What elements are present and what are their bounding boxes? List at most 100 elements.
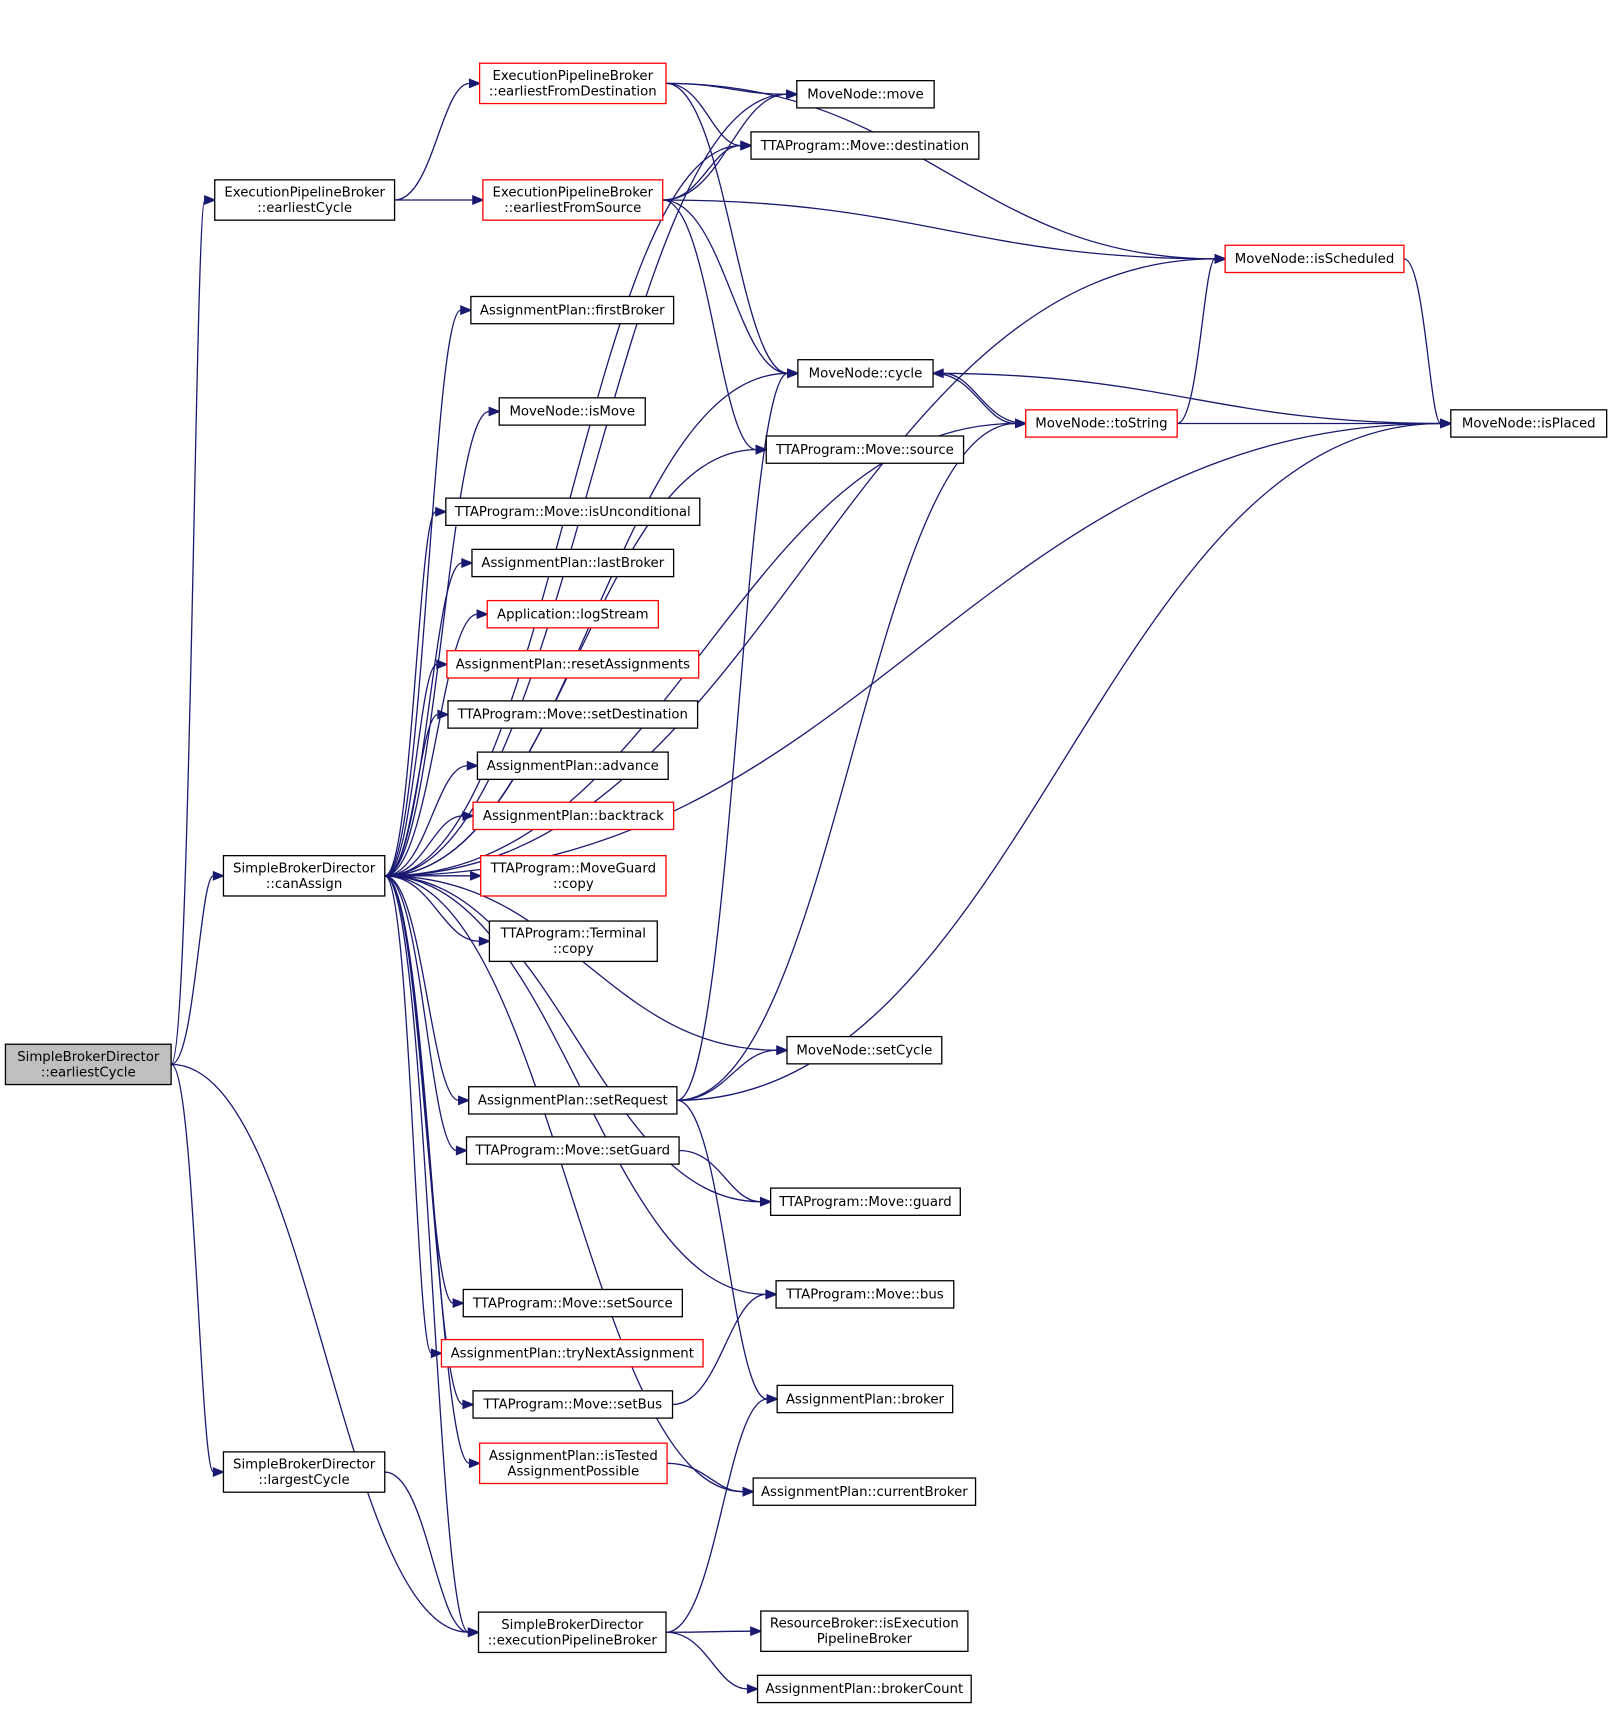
node-label: TTAProgram::MoveGuard [490, 861, 656, 876]
node-box [447, 700, 699, 729]
node-mv_setguard[interactable]: TTAProgram::Move::setGuard [465, 1136, 680, 1165]
node-box [214, 179, 396, 221]
node-mn_isplaced[interactable]: MoveNode::isPlaced [1450, 409, 1608, 438]
node-ap_adv[interactable]: AssignmentPlan::advance [476, 751, 669, 780]
node-sbd_ca[interactable]: SimpleBrokerDirector::canAssign [222, 855, 386, 897]
arrowhead-icon [458, 1095, 471, 1106]
node-mg_copy[interactable]: TTAProgram::MoveGuard::copy [480, 855, 667, 897]
node-mn_issched[interactable]: MoveNode::isScheduled [1224, 244, 1405, 274]
node-label: MoveNode::isScheduled [1235, 252, 1395, 267]
edge-line [662, 144, 742, 201]
node-root[interactable]: SimpleBrokerDirector::earliestCycle [4, 1043, 172, 1086]
node-ap_bc[interactable]: AssignmentPlan::brokerCount [756, 1674, 972, 1704]
node-label: SimpleBrokerDirector [17, 1050, 160, 1065]
node-mv_setdest[interactable]: TTAProgram::Move::setDestination [447, 700, 699, 729]
node-label: TTAProgram::Move::source [775, 443, 954, 458]
edge-mn_tostring-to-mn_isplaced [1177, 418, 1453, 429]
node-ap_broker[interactable]: AssignmentPlan::broker [776, 1384, 954, 1414]
node-box [462, 1288, 683, 1318]
node-box [760, 1610, 969, 1653]
edge-mn_cycle-to-mn_tostring [933, 372, 1028, 429]
node-label: ::copy [553, 877, 594, 892]
arrowhead-icon [1015, 418, 1028, 429]
node-mn_tostring[interactable]: MoveNode::toString [1025, 409, 1178, 438]
edge-line [384, 1471, 469, 1633]
node-label: AssignmentPlan::advance [487, 759, 659, 774]
node-ap_tna[interactable]: AssignmentPlan::tryNextAssignment [440, 1338, 704, 1368]
node-ap_fb[interactable]: AssignmentPlan::firstBroker [470, 295, 675, 325]
node-box [797, 359, 934, 388]
node-ap_itap[interactable]: AssignmentPlan::isTestedAssignmentPossib… [478, 1442, 668, 1485]
edge-line [665, 82, 788, 374]
node-term_copy[interactable]: TTAProgram::Terminal::copy [488, 920, 658, 963]
node-rb_isepb[interactable]: ResourceBroker::isExecutionPipelineBroke… [760, 1610, 969, 1653]
node-box [471, 548, 675, 578]
node-box [750, 131, 980, 160]
arrowhead-icon [204, 195, 217, 205]
node-ap_back[interactable]: AssignmentPlan::backtrack [472, 801, 675, 831]
edge-line [394, 82, 470, 201]
arrowhead-icon [742, 1486, 755, 1497]
node-box [796, 80, 935, 109]
edge-line [384, 511, 437, 877]
node-mv_isuncond[interactable]: TTAProgram::Move::isUnconditional [445, 497, 701, 527]
node-label: ::earliestCycle [257, 201, 352, 216]
node-label: ::copy [553, 942, 594, 957]
node-mn_setcycle[interactable]: MoveNode::setCycle [786, 1035, 943, 1065]
node-epb_efd[interactable]: ExecutionPipelineBroker::earliestFromDes… [478, 62, 667, 105]
edge-line [384, 613, 478, 877]
node-mn_move[interactable]: MoveNode::move [796, 80, 935, 109]
edge-sbd_ca-to-ap_tna [384, 875, 444, 1359]
node-ap_reset[interactable]: AssignmentPlan::resetAssignments [446, 650, 700, 679]
node-label: ::canAssign [266, 877, 342, 892]
nodes-layer: SimpleBrokerDirector::earliestCycleExecu… [4, 62, 1608, 1704]
node-mv_setsrc[interactable]: TTAProgram::Move::setSource [462, 1288, 683, 1318]
node-label: ExecutionPipelineBroker [224, 186, 385, 201]
arrowhead-icon [435, 506, 448, 517]
edge-line [665, 1631, 748, 1690]
node-mv_guard[interactable]: TTAProgram::Move::guard [769, 1187, 961, 1216]
edge-sbd_epb-to-ap_broker [665, 1394, 779, 1633]
node-mn_cycle[interactable]: MoveNode::cycle [797, 359, 934, 388]
edge-line [933, 372, 1441, 425]
node-app_log[interactable]: Application::logStream [486, 599, 660, 629]
edge-line [384, 875, 480, 942]
edge-epb_ec-to-epb_efs [394, 195, 485, 205]
node-sbd_lc[interactable]: SimpleBrokerDirector::largestCycle [222, 1451, 386, 1493]
edge-root-to-sbd_ca [170, 870, 226, 1066]
edge-line [384, 765, 468, 877]
edge-line [676, 422, 1016, 1101]
node-label: ExecutionPipelineBroker [492, 69, 653, 84]
edge-line [384, 422, 1441, 877]
edge-line [1403, 258, 1442, 425]
node-box [468, 1086, 678, 1115]
node-label: AssignmentPlan::currentBroker [761, 1485, 968, 1500]
node-box [478, 62, 667, 105]
edge-ap_setreq-to-mn_cycle [676, 368, 800, 1101]
node-ap_setreq[interactable]: AssignmentPlan::setRequest [468, 1086, 678, 1115]
node-label: Application::logStream [497, 607, 649, 622]
node-sbd_epb[interactable]: SimpleBrokerDirector::executionPipelineB… [477, 1611, 667, 1654]
node-label: TTAProgram::Terminal [500, 927, 646, 942]
edge-line [384, 258, 1216, 877]
node-mn_ismove[interactable]: MoveNode::isMove [498, 397, 646, 426]
edge-mn_tostring-to-mn_cycle [931, 368, 1026, 425]
node-ap_lb[interactable]: AssignmentPlan::lastBroker [471, 548, 675, 578]
edge-line [384, 713, 439, 877]
node-mv_setbus[interactable]: TTAProgram::Move::setBus [472, 1390, 674, 1419]
edge-line [667, 1462, 744, 1493]
edge-ap_itap-to-ap_cb [667, 1462, 755, 1497]
edge-line [665, 82, 1216, 260]
node-mv_bus[interactable]: TTAProgram::Move::bus [775, 1280, 955, 1309]
node-box [222, 1451, 386, 1493]
node-box [775, 1280, 955, 1309]
edge-line [384, 875, 761, 1203]
node-ap_cb[interactable]: AssignmentPlan::currentBroker [752, 1477, 977, 1506]
node-box [476, 751, 669, 780]
node-epb_efs[interactable]: ExecutionPipelineBroker::earliestFromSou… [482, 179, 664, 221]
node-epb_ec[interactable]: ExecutionPipelineBroker::earliestCycle [214, 179, 396, 221]
node-mv_src[interactable]: TTAProgram::Move::source [765, 435, 965, 464]
node-mv_dest[interactable]: TTAProgram::Move::destination [750, 131, 980, 160]
edge-line [384, 410, 490, 877]
edge-epb_efd-to-mn_cycle [665, 82, 800, 379]
